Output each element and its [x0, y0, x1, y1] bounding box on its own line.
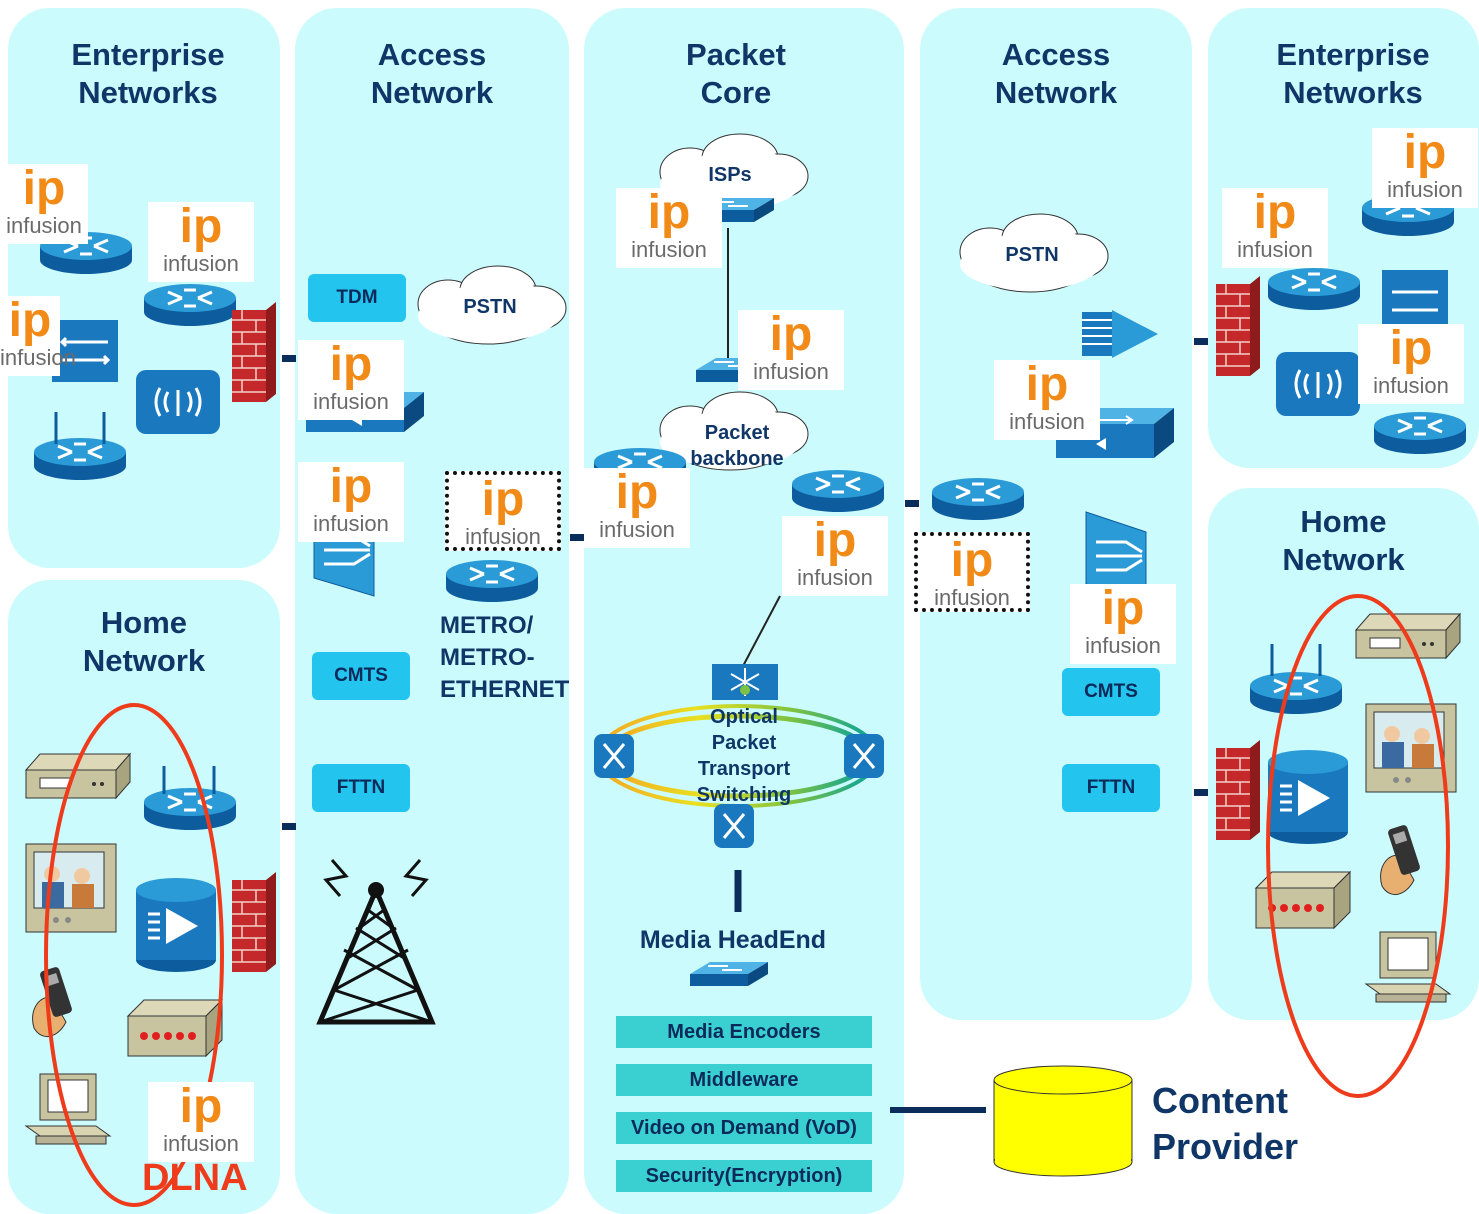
connector-dash: [282, 355, 296, 362]
cloud-pstn-left-label: PSTN: [463, 296, 517, 318]
title-left-access: Access Network: [370, 37, 494, 110]
service-middleware: Middleware: [616, 1064, 872, 1096]
connector-dash: [905, 500, 919, 507]
title-right-access: Access Network: [994, 37, 1118, 110]
media-headend-label: Media HeadEnd: [639, 926, 827, 954]
connector-dash: [1194, 338, 1208, 345]
service-vod: Video on Demand (VoD): [616, 1112, 872, 1144]
title-right-home: Home Network: [1282, 504, 1405, 577]
title-left-enterprise: Enterprise Networks: [71, 37, 225, 110]
cloud-pstn-right-label: PSTN: [1005, 244, 1059, 266]
service-media-encoders: Media Encoders: [616, 1016, 872, 1048]
tdm-box: TDM: [308, 274, 406, 322]
cloud-isps-label: ISPs: [708, 164, 752, 186]
title-packet-core: Packet Core: [686, 37, 786, 110]
metro-ethernet-label: METRO/ METRO- ETHERNET: [440, 612, 570, 703]
fttn-box-left: FTTN: [312, 764, 410, 812]
fttn-box-right: FTTN: [1062, 764, 1160, 812]
cmts-box-left: CMTS: [312, 652, 410, 700]
connector-dash: [570, 534, 584, 541]
content-provider-label: Content Provider: [1152, 1080, 1299, 1167]
panel-left-access: [295, 8, 569, 1214]
optical-switching-label: Optical Packet Transport Switching: [696, 706, 792, 806]
title-left-home: Home Network: [82, 605, 206, 678]
service-security: Security(Encryption): [616, 1160, 872, 1192]
connector-dash: [282, 823, 296, 830]
cloud-backbone-label: Packet backbone: [690, 422, 784, 470]
connector-dash: [1194, 789, 1208, 796]
cmts-box-right: CMTS: [1062, 668, 1160, 716]
dlna-label: DLNA: [142, 1157, 248, 1199]
title-right-enterprise: Enterprise Networks: [1276, 37, 1430, 110]
